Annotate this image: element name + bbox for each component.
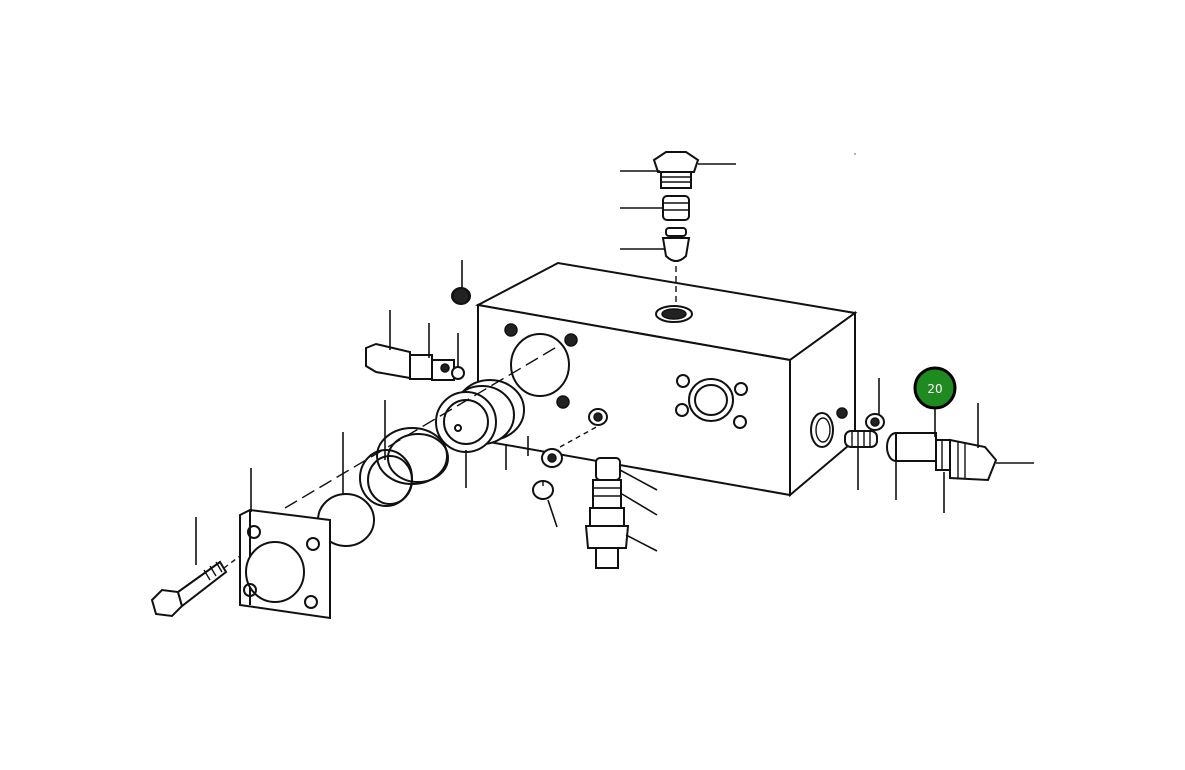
top-plug-assembly	[652, 151, 700, 305]
vertical-valve	[584, 457, 630, 569]
callout-badge-20[interactable]	[913, 366, 957, 410]
small-plugs	[532, 408, 608, 500]
valve-block	[474, 261, 858, 498]
bolt	[150, 555, 241, 618]
right-cartridge	[844, 413, 998, 482]
left-cartridge	[365, 287, 471, 381]
callout-lines	[195, 153, 1034, 565]
highlight-callout[interactable]: 20	[913, 366, 957, 410]
cover-plate	[239, 508, 331, 620]
end-cap-assembly	[284, 344, 561, 547]
